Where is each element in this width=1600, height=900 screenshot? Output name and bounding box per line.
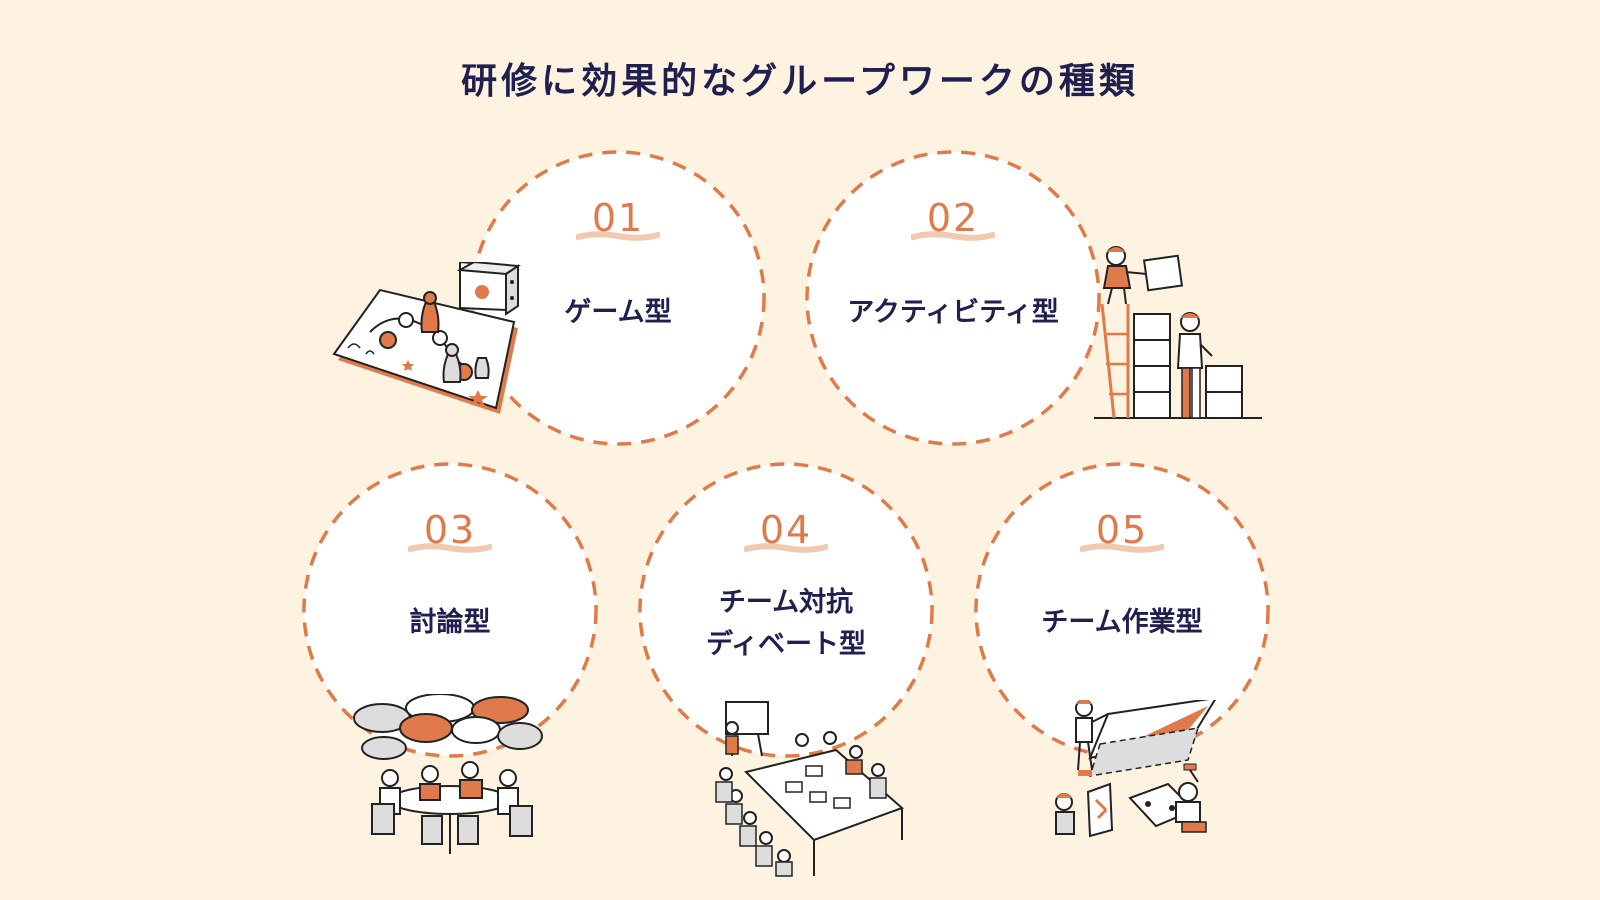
item-number: 04: [759, 508, 813, 552]
discussion-table-icon: [353, 694, 543, 854]
card-discussion-type: 03 討論型: [300, 460, 600, 760]
item-label: チーム作業型: [1041, 607, 1203, 638]
brush-stroke: [911, 231, 995, 241]
card-debate-type: 04 チーム対抗 ディベート型: [636, 460, 936, 760]
page-title: 研修に効果的なグループワークの種類: [461, 61, 1139, 102]
dashed-circle: [638, 462, 934, 758]
board-game-icon: [332, 262, 521, 414]
dashed-circle: [302, 462, 598, 758]
brush-stroke: [744, 543, 828, 553]
item-number: 01: [591, 196, 645, 240]
item-label: ゲーム型: [564, 297, 672, 328]
item-label-line1: チーム対抗: [718, 587, 854, 618]
item-label-line2: ディベート型: [705, 629, 867, 660]
card-teamwork-type: 05 チーム作業型: [972, 460, 1272, 760]
team-building-icon: [1055, 700, 1216, 838]
conference-table-icon: [715, 701, 904, 877]
card-activity-type: 02 アクティビティ型: [803, 148, 1103, 448]
brush-stroke: [1080, 543, 1164, 553]
item-label: 討論型: [409, 607, 491, 638]
brush-stroke: [408, 543, 492, 553]
dashed-circle: [805, 150, 1101, 446]
item-label: アクティビティ型: [847, 297, 1059, 328]
stacking-boxes-icon: [1094, 246, 1262, 419]
card-game-type: 01 ゲーム型: [468, 148, 768, 448]
item-number: 02: [926, 196, 980, 240]
item-number: 05: [1095, 508, 1149, 552]
item-number: 03: [423, 508, 477, 552]
brush-stroke: [576, 231, 660, 241]
